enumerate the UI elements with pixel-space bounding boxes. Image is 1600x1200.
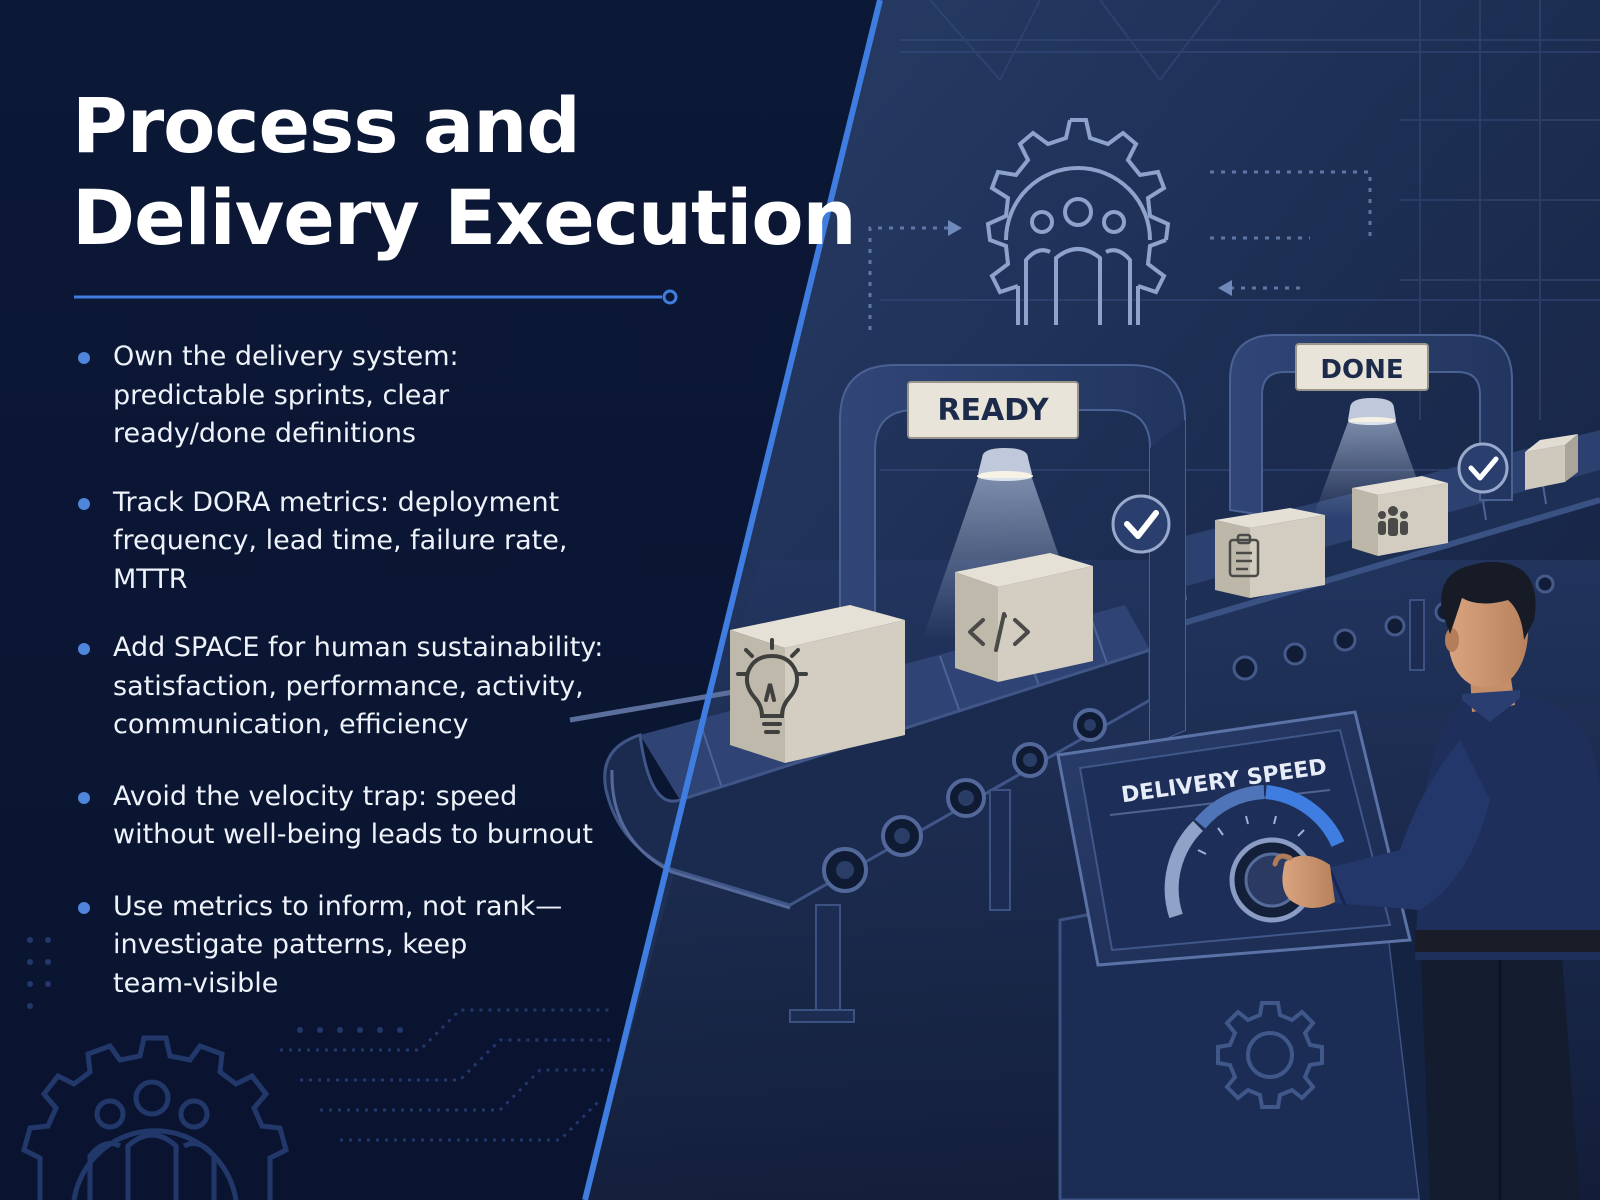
- people-box: [1352, 476, 1448, 556]
- bullet-dot: [78, 497, 90, 510]
- bullet-item: Add SPACE for human sustainability: sati…: [78, 629, 638, 745]
- lightbulb-box: [730, 605, 905, 763]
- gear-team-icon: [985, 118, 1171, 325]
- bullet-line: team-visible: [113, 967, 279, 999]
- done-label: DONE: [1320, 355, 1403, 385]
- bullet-line: ready/done definitions: [113, 418, 416, 449]
- bullet-line: Track DORA metrics: deployment: [113, 486, 560, 518]
- bullet-dot: [78, 791, 90, 804]
- people-icon: [1378, 506, 1408, 536]
- checkmark-icon: [1111, 494, 1171, 554]
- bullet-item: Track DORA metrics: deployment frequency…: [78, 484, 638, 600]
- bullet-item: Avoid the velocity trap: speed without w…: [78, 778, 638, 855]
- bullet-line: frequency, lead time, failure rate, MTTR: [113, 525, 568, 595]
- bullet-dot: [78, 901, 90, 914]
- bullet-line: predictable sprints, clear: [113, 379, 450, 411]
- code-box: [955, 553, 1093, 682]
- gear-team-icon: [21, 1035, 289, 1200]
- bullet-line: Use metrics to inform, not rank—: [113, 890, 563, 922]
- checkmark-icon: [1457, 442, 1509, 494]
- page-title: Process and Delivery Execution: [72, 80, 857, 264]
- bullet-line: Avoid the velocity trap: speed: [113, 780, 518, 812]
- title-line-2: Delivery Execution: [72, 173, 857, 262]
- bullet-line: satisfaction, performance, activity,: [113, 670, 584, 702]
- bullet-line: communication, efficiency: [113, 709, 469, 740]
- done-gate: DONE: [1229, 334, 1513, 520]
- bullet-line: Own the delivery system:: [113, 341, 459, 372]
- control-panel: DELIVERY SPEED: [1056, 710, 1430, 1200]
- clipboard-box: [1215, 508, 1325, 598]
- ready-gate: READY: [839, 364, 1186, 747]
- bullet-item: Use metrics to inform, not rank— investi…: [78, 888, 638, 1004]
- bullet-list: Own the delivery system: predictable spr…: [78, 338, 638, 1033]
- operator-person: [1272, 561, 1600, 1200]
- bullet-item: Own the delivery system: predictable spr…: [78, 338, 638, 454]
- clipboard-icon: [1228, 533, 1260, 578]
- lightbulb-icon: [736, 638, 808, 734]
- bullet-dot: [78, 643, 90, 655]
- ready-label: READY: [937, 393, 1050, 428]
- bullet-line: without well-being leads to burnout: [113, 819, 593, 850]
- title-line-1: Process and: [72, 81, 581, 170]
- speed-gauge: [1164, 785, 1345, 919]
- gear-icon: [1216, 1001, 1324, 1109]
- bullet-line: investigate patterns, keep: [113, 929, 468, 960]
- bullet-line: Add SPACE for human sustainability:: [113, 632, 604, 663]
- bullet-dot: [78, 352, 90, 364]
- code-brackets-icon: [968, 612, 1030, 652]
